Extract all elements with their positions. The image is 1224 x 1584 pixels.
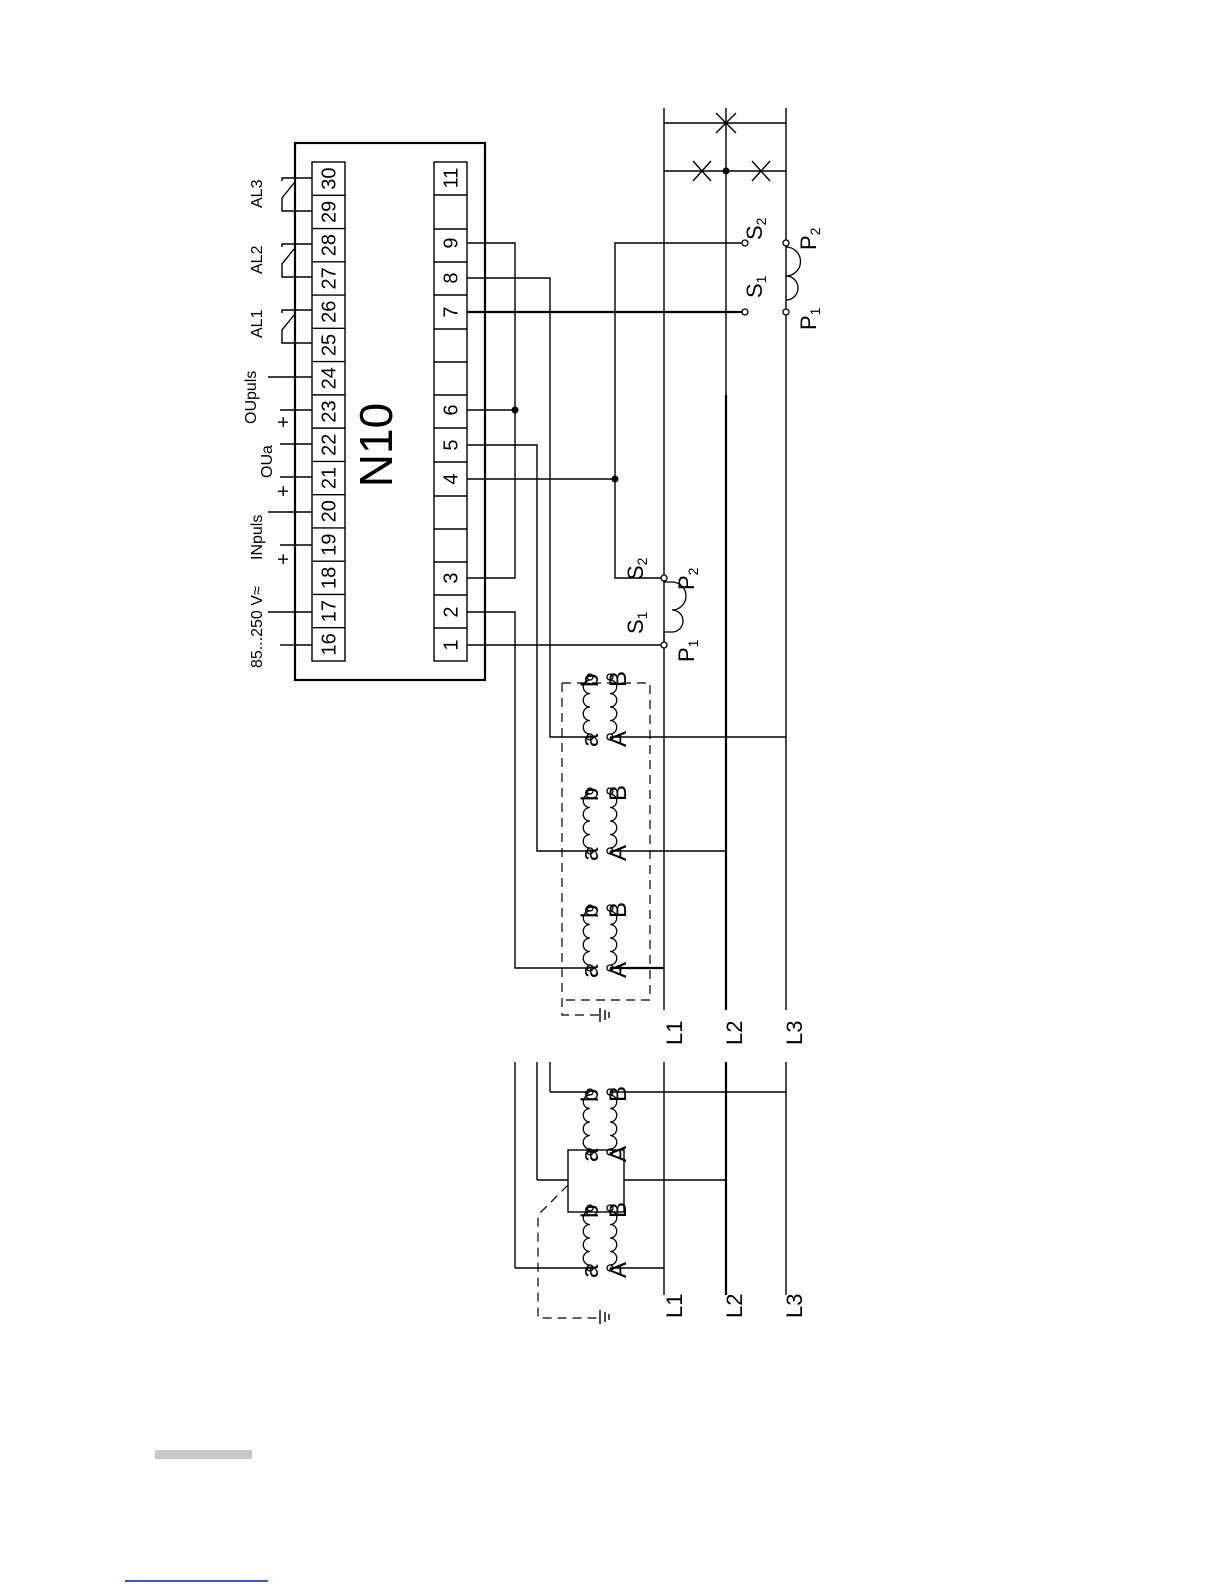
- ct3-s2-label: S2: [742, 217, 769, 240]
- terminal-21: 21: [318, 467, 340, 489]
- upper-terminal-leads: [268, 178, 312, 645]
- upper-terminal-strip: 16 17 18 19 20 21 22 23 24 25 26 27 28 29 30: [312, 162, 345, 661]
- vt-label-B: B: [605, 902, 632, 918]
- vt-label-B: B: [605, 785, 632, 801]
- vt-label-B: B: [605, 1086, 632, 1102]
- ct1-p1-label: P1: [674, 639, 701, 662]
- terminal-labels: 85...250 V≈ + INpuls + OUa + OUpuls AL1 …: [243, 179, 295, 668]
- terminal-27: 27: [318, 267, 340, 289]
- oupuls-label: OUpuls: [243, 371, 260, 424]
- terminal-25: 25: [318, 334, 340, 356]
- oua-label: OUa: [259, 445, 276, 478]
- vt-label-A: A: [605, 962, 632, 978]
- terminal-19: 19: [318, 533, 340, 555]
- terminal-29: 29: [318, 201, 340, 223]
- terminal-17: 17: [318, 600, 340, 622]
- vt-label-A: A: [605, 1146, 632, 1162]
- vt-label-a: a: [577, 847, 604, 861]
- vt-label-B: B: [605, 671, 632, 687]
- ct3-p2-label: P2: [796, 227, 823, 250]
- terminal-3: 3: [440, 572, 462, 583]
- lower-terminal-strip: 1 2 3 4 5 6 7 8 9 11: [434, 162, 467, 661]
- terminal-18: 18: [318, 567, 340, 589]
- vt-label-B: B: [605, 1202, 632, 1218]
- terminal-1: 1: [440, 639, 462, 650]
- al3-contact: [282, 178, 312, 211]
- terminal-20: 20: [318, 500, 340, 522]
- vt-label-a: a: [577, 733, 604, 747]
- terminal-2: 2: [440, 606, 462, 617]
- l2-label: L2: [722, 1021, 747, 1045]
- vt-label-a: a: [577, 964, 604, 978]
- terminal-4: 4: [440, 473, 462, 484]
- oua-plus-sign: +: [273, 485, 295, 497]
- terminal-8: 8: [440, 272, 462, 283]
- footer-bar: [155, 1450, 252, 1459]
- vt-label-A: A: [605, 1262, 632, 1278]
- al3-label: AL3: [249, 179, 266, 208]
- terminal-24: 24: [318, 367, 340, 389]
- al1-label: AL1: [249, 309, 266, 338]
- terminal-26: 26: [318, 301, 340, 323]
- terminal-9: 9: [440, 237, 462, 248]
- al2-contact: [282, 244, 312, 277]
- al2-label: AL2: [249, 245, 266, 274]
- ct1-p2-label: P2: [674, 567, 701, 590]
- ct3-p1-label: P1: [796, 307, 823, 330]
- terminal-28: 28: [318, 234, 340, 256]
- l2-label-lower: L2: [722, 1294, 747, 1318]
- vt-label-a: a: [577, 1264, 604, 1278]
- vt-label-b: b: [577, 674, 604, 687]
- supply-label: 85...250 V≈: [249, 586, 266, 668]
- vt-open-delta-wiring: L1 L2 L3: [515, 1062, 807, 1324]
- vt-label-A: A: [605, 731, 632, 747]
- current-transformer-l3: S1 S2 P1 P2: [742, 217, 823, 330]
- l1-label-lower: L1: [662, 1294, 687, 1318]
- terminal-5: 5: [440, 439, 462, 450]
- terminal-7: 7: [440, 306, 462, 317]
- inpuls-label: INpuls: [249, 515, 266, 560]
- current-transformer-l1: S1 S2 P1 P2: [623, 557, 701, 662]
- terminal-23: 23: [318, 400, 340, 422]
- meter-name: N10: [350, 403, 402, 487]
- footer-underline: [125, 1580, 268, 1582]
- vt-label-b: b: [577, 788, 604, 801]
- terminal-30: 30: [318, 168, 340, 190]
- ct3-s1-label: S1: [742, 275, 769, 298]
- ct1-s2-label: S2: [623, 557, 650, 580]
- vt-label-b: b: [577, 905, 604, 918]
- terminal-22: 22: [318, 434, 340, 456]
- l1-label: L1: [662, 1021, 687, 1045]
- ct1-s1-label: S1: [623, 611, 650, 634]
- l3-label: L3: [782, 1021, 807, 1045]
- l3-label-lower: L3: [782, 1294, 807, 1318]
- vt-label-b: b: [577, 1089, 604, 1102]
- terminal-16: 16: [318, 633, 340, 655]
- oupuls-plus-sign: +: [273, 416, 295, 428]
- inpuls-plus-sign: +: [273, 553, 295, 565]
- al1-contact: [282, 310, 312, 343]
- terminal-11: 11: [440, 168, 462, 189]
- terminal-6: 6: [440, 404, 462, 415]
- vt-label-A: A: [605, 845, 632, 861]
